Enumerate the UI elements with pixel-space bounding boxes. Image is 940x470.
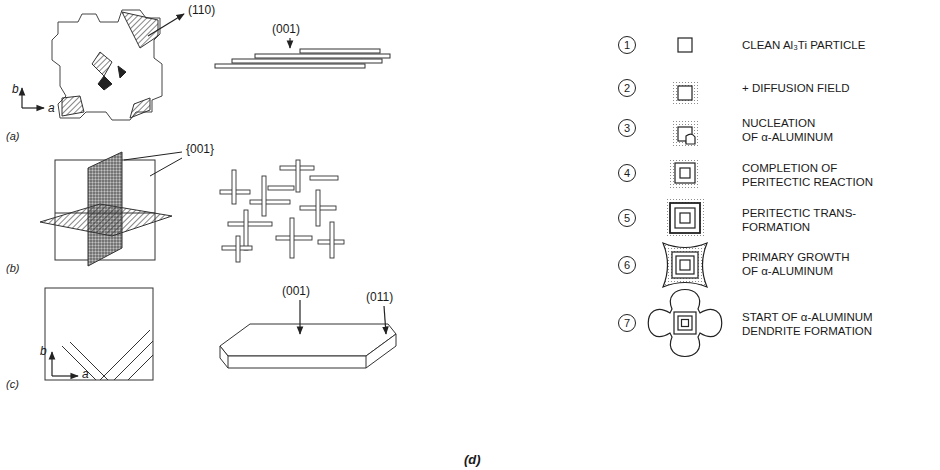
stage-description: PRIMARY GROWTH OF α-ALUMINUM [742, 250, 850, 279]
callout-number: 4 [624, 168, 630, 179]
callout-number: 3 [624, 123, 630, 134]
direction-arrow [148, 14, 184, 36]
callout-circle: 6 [618, 256, 636, 274]
axis-arrow [51, 352, 52, 376]
plate [296, 160, 300, 192]
panel-label: (c) [6, 378, 19, 392]
stage-pictograms [648, 38, 722, 357]
plate [310, 176, 338, 180]
plate [330, 222, 334, 258]
leader-line [150, 158, 182, 176]
axis-arrow [21, 88, 22, 108]
plate [290, 218, 294, 258]
callout-number: 1 [624, 40, 630, 51]
plane-arrow [289, 38, 290, 48]
callout-number: 6 [624, 260, 630, 271]
stage-description: PERITECTIC TRANS- FORMATION [742, 206, 857, 235]
leader-line [124, 152, 182, 160]
plate [228, 222, 272, 226]
axis-arrow [22, 107, 44, 108]
axis-label: a [82, 367, 89, 382]
callout-number: 2 [624, 83, 630, 94]
stage-description: + DIFFUSION FIELD [742, 81, 851, 95]
crystal-outline-a [52, 10, 162, 120]
callout-circle: 1 [618, 36, 636, 54]
callout-circle: 2 [618, 79, 636, 97]
plate [316, 190, 320, 226]
callout-circle: 5 [618, 209, 636, 227]
stage-description: NUCLEATION OF α-ALUMINUM [742, 116, 833, 145]
panel-label: (a) [6, 130, 19, 144]
plate [232, 170, 236, 204]
plane-arrow [299, 300, 300, 334]
callout-number: 7 [624, 318, 630, 329]
plate [268, 186, 294, 190]
stage-description: START OF α-ALUMINUM DENDRITE FORMATION [742, 310, 873, 339]
plate [236, 236, 240, 262]
plate-network [220, 160, 344, 262]
callout-circle: 3 [618, 119, 636, 137]
plane-index: (001) [282, 284, 310, 299]
callout-circle: 4 [618, 164, 636, 182]
square-section [45, 288, 153, 380]
plane-index: {001} [186, 142, 214, 157]
plane-index: (001) [272, 22, 300, 37]
axis-label: b [12, 82, 19, 97]
axis-label: a [48, 101, 55, 116]
plane-index: (011) [366, 290, 393, 305]
stacked-plates [215, 49, 390, 68]
plane-index: (110) [188, 3, 215, 18]
stage-description: COMPLETION OF PERITECTIC REACTION [742, 161, 873, 190]
faceted-plate [220, 324, 396, 368]
plate [262, 176, 266, 216]
panel-label: (d) [464, 452, 481, 468]
plane-arrow [384, 306, 386, 334]
callout-number: 5 [624, 213, 630, 224]
axis-label: b [40, 344, 47, 359]
plate [244, 210, 248, 250]
panel-label: (b) [6, 262, 19, 276]
plate [250, 200, 290, 204]
stage-description: CLEAN Al₃Ti PARTICLE [742, 38, 867, 52]
axis-arrow [52, 375, 78, 376]
intersecting-planes [40, 152, 172, 266]
callout-circle: 7 [618, 314, 636, 332]
